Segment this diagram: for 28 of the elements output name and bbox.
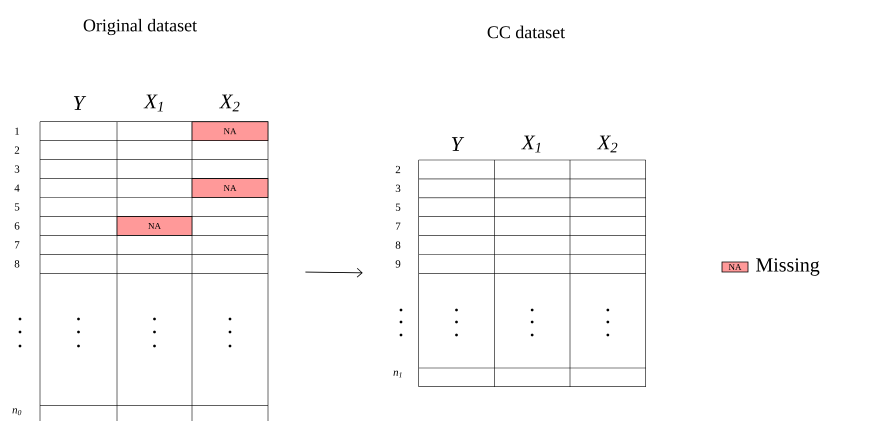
column-header: Y bbox=[74, 96, 86, 110]
row-number: 8 bbox=[396, 241, 400, 249]
legend-label: Missing bbox=[756, 258, 820, 276]
missing-cell: NA bbox=[116, 216, 192, 236]
table-title: CC dataset bbox=[488, 26, 565, 38]
row-number: 7 bbox=[14, 241, 20, 248]
row-number: 2 bbox=[14, 146, 20, 154]
table-title: Original dataset bbox=[84, 18, 197, 36]
row-number: 7 bbox=[396, 222, 400, 230]
row-number: 3 bbox=[396, 184, 400, 192]
column-header: X$_{2}$ bbox=[596, 136, 618, 152]
column-header: Y bbox=[452, 137, 464, 151]
row-number: 1 bbox=[15, 128, 20, 135]
arrow bbox=[305, 268, 363, 278]
missing-cell: NA bbox=[192, 121, 268, 142]
row-number: 5 bbox=[396, 204, 400, 211]
row-number: 9 bbox=[396, 260, 400, 268]
row-number: n$_{1}$ bbox=[394, 370, 402, 378]
row-number: n$_{0}$ bbox=[12, 408, 22, 416]
column-header: X$_{1}$ bbox=[521, 136, 540, 152]
row-number: 3 bbox=[14, 165, 20, 173]
row-number: 5 bbox=[14, 203, 20, 211]
row-number: 2 bbox=[396, 166, 400, 174]
column-header: X$_{1}$ bbox=[144, 94, 163, 112]
row-number: 6 bbox=[14, 222, 20, 230]
row-number: 8 bbox=[14, 260, 20, 268]
row-number: 4 bbox=[14, 184, 20, 192]
missing-cell: NA bbox=[192, 178, 268, 198]
